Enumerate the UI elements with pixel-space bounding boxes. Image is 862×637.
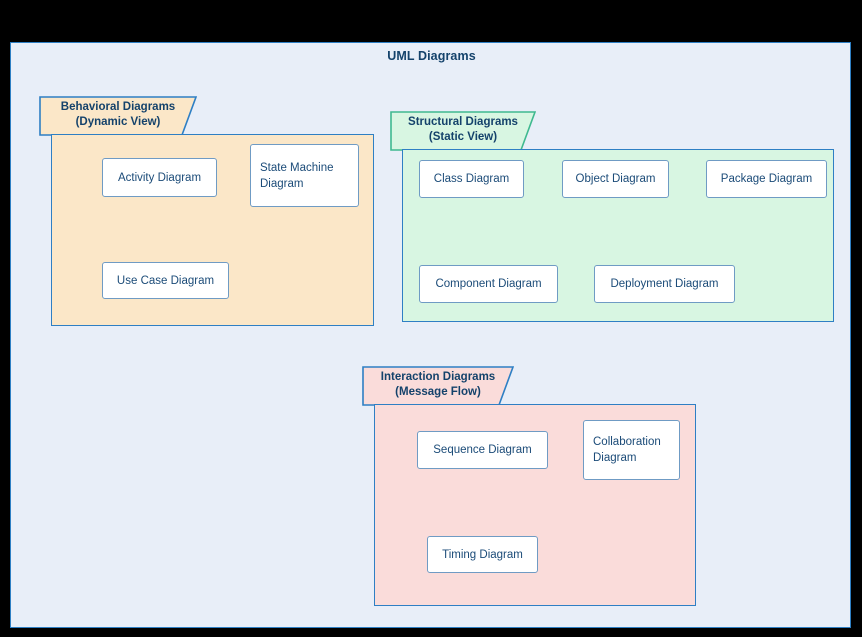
node-package-diagram[interactable]: Package Diagram <box>706 160 827 198</box>
uml-diagram-canvas: UML Diagrams Behavioral Diagrams (Dynami… <box>10 42 851 628</box>
node-class-diagram[interactable]: Class Diagram <box>419 160 524 198</box>
group-behavioral-tab-label: Behavioral Diagrams (Dynamic View) <box>61 100 175 130</box>
node-collaboration-diagram-label: Collaboration Diagram <box>593 436 661 464</box>
tab-label-line2: (Static View) <box>428 131 498 143</box>
group-interaction-diagrams[interactable]: Interaction Diagrams (Message Flow) Sequ… <box>362 366 696 611</box>
tab-label-line2: (Message Flow) <box>395 386 481 398</box>
node-component-diagram[interactable]: Component Diagram <box>419 265 558 303</box>
group-behavioral-diagrams[interactable]: Behavioral Diagrams (Dynamic View) Activ… <box>39 96 374 336</box>
node-sequence-diagram[interactable]: Sequence Diagram <box>417 431 548 469</box>
group-structural-diagrams[interactable]: Structural Diagrams (Static View) Class … <box>390 111 834 336</box>
tab-label-line1: Structural Diagrams <box>408 116 518 128</box>
node-use-case-diagram[interactable]: Use Case Diagram <box>102 262 229 299</box>
node-timing-diagram[interactable]: Timing Diagram <box>427 536 538 573</box>
node-object-diagram[interactable]: Object Diagram <box>562 160 669 198</box>
tab-label-line1: Interaction Diagrams <box>380 371 496 383</box>
group-interaction-tab: Interaction Diagrams (Message Flow) <box>362 366 514 406</box>
group-structural-tab-label: Structural Diagrams (Static View) <box>408 115 518 145</box>
page-title: UML Diagrams <box>387 49 476 63</box>
node-state-machine-diagram-label: State Machine Diagram <box>260 161 334 190</box>
group-structural-body: Class Diagram Object Diagram Package Dia… <box>402 149 834 322</box>
node-collaboration-diagram[interactable]: Collaboration Diagram <box>583 420 680 480</box>
group-interaction-body: Sequence Diagram Collaboration Diagram T… <box>374 404 696 606</box>
tab-label-line2: (Dynamic View) <box>75 116 161 128</box>
node-deployment-diagram[interactable]: Deployment Diagram <box>594 265 735 303</box>
group-behavioral-body: Activity Diagram State Machine Diagram U… <box>51 134 374 326</box>
group-behavioral-tab: Behavioral Diagrams (Dynamic View) <box>39 96 197 136</box>
node-activity-diagram[interactable]: Activity Diagram <box>102 158 217 197</box>
node-state-machine-diagram[interactable]: State Machine Diagram <box>250 144 359 207</box>
group-interaction-tab-label: Interaction Diagrams (Message Flow) <box>381 370 495 400</box>
tab-label-line1: Behavioral Diagrams <box>60 101 176 113</box>
group-structural-tab: Structural Diagrams (Static View) <box>390 111 536 151</box>
